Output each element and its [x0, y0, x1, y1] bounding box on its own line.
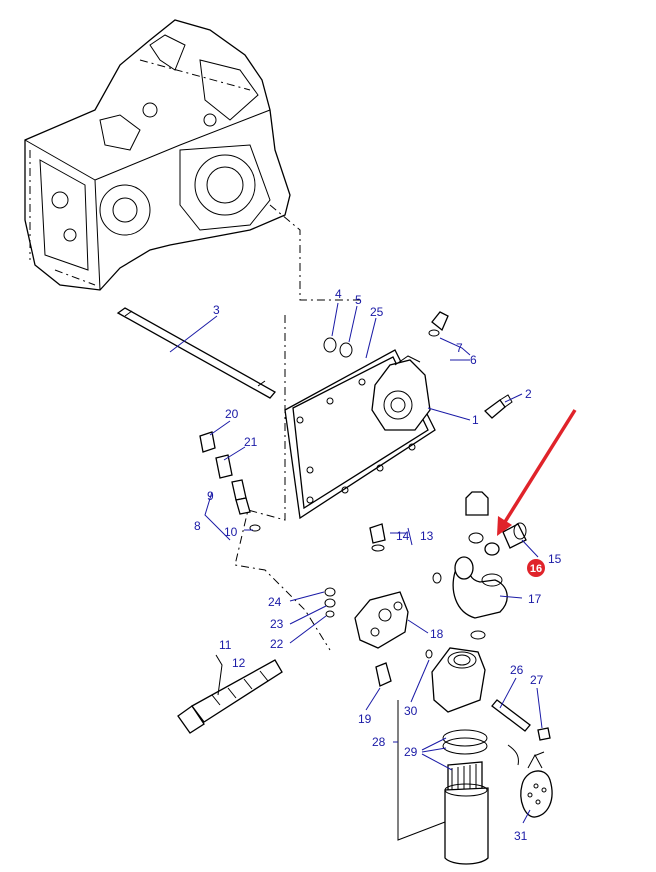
valve-body	[371, 355, 431, 431]
callout-28: 28	[372, 735, 386, 749]
callout-11: 11	[219, 638, 232, 652]
filter-seal	[442, 729, 488, 747]
callout-31: 31	[514, 829, 528, 843]
filter-element	[447, 761, 483, 793]
plug	[428, 311, 449, 337]
callout-26: 26	[510, 663, 524, 677]
plug	[375, 662, 392, 687]
seal-ring	[484, 542, 500, 556]
o-ring	[470, 630, 486, 640]
callout-4: 4	[335, 287, 342, 301]
o-ring	[324, 587, 336, 597]
nut	[537, 727, 551, 741]
manifold-block	[354, 591, 409, 649]
guide-line	[234, 315, 331, 651]
fitting	[199, 431, 261, 532]
shaft	[116, 307, 277, 399]
callout-7: 7	[456, 341, 463, 355]
sensor-harness	[177, 654, 283, 734]
filter-housing	[444, 783, 489, 865]
callout-29: 29	[404, 745, 418, 759]
callout-25: 25	[370, 305, 384, 319]
callout-13: 13	[420, 529, 434, 543]
callout-2: 2	[525, 387, 532, 401]
callout-23: 23	[270, 617, 284, 631]
filter-head	[431, 647, 486, 713]
callout-3: 3	[213, 303, 220, 317]
detail-bracket	[507, 744, 519, 766]
o-ring	[432, 572, 442, 584]
callout-labels: 1 2 3 4 5 6 7 8 9 10 11 12 13 14 15 16 1…	[194, 287, 562, 843]
filter-guide	[397, 700, 446, 841]
callout-27: 27	[530, 673, 544, 687]
callout-1: 1	[472, 413, 479, 427]
bolt	[484, 394, 513, 419]
callout-6: 6	[470, 353, 477, 367]
o-ring	[325, 610, 335, 618]
highlight-arrow	[497, 409, 577, 536]
o-ring	[468, 532, 484, 544]
callout-24: 24	[268, 595, 282, 609]
callout-16: 16	[530, 563, 542, 575]
leader-lines	[169, 302, 543, 824]
o-ring	[425, 649, 433, 659]
callout-8: 8	[194, 519, 201, 533]
highlight-badge	[527, 559, 545, 577]
union	[502, 522, 527, 549]
callout-30: 30	[404, 704, 418, 718]
callout-10: 10	[224, 525, 238, 539]
filter-seal	[442, 737, 488, 755]
callout-17: 17	[528, 592, 542, 606]
callout-12: 12	[232, 656, 246, 670]
callout-21: 21	[244, 435, 258, 449]
o-ring	[324, 598, 336, 608]
callout-19: 19	[358, 712, 372, 726]
cap	[465, 491, 489, 516]
callout-15: 15	[548, 552, 562, 566]
stud-bolt	[491, 699, 531, 732]
callout-22: 22	[270, 637, 284, 651]
callout-9: 9	[207, 489, 214, 503]
callout-20: 20	[225, 407, 239, 421]
guide-line	[269, 204, 360, 301]
o-ring	[339, 342, 353, 358]
pipe	[452, 556, 508, 619]
callout-18: 18	[430, 627, 444, 641]
transmission-housing	[24, 19, 291, 291]
callout-14: 14	[396, 529, 410, 543]
o-ring	[323, 337, 337, 353]
hardware-bag	[520, 751, 553, 818]
fitting	[369, 523, 386, 552]
callout-5: 5	[355, 293, 362, 307]
